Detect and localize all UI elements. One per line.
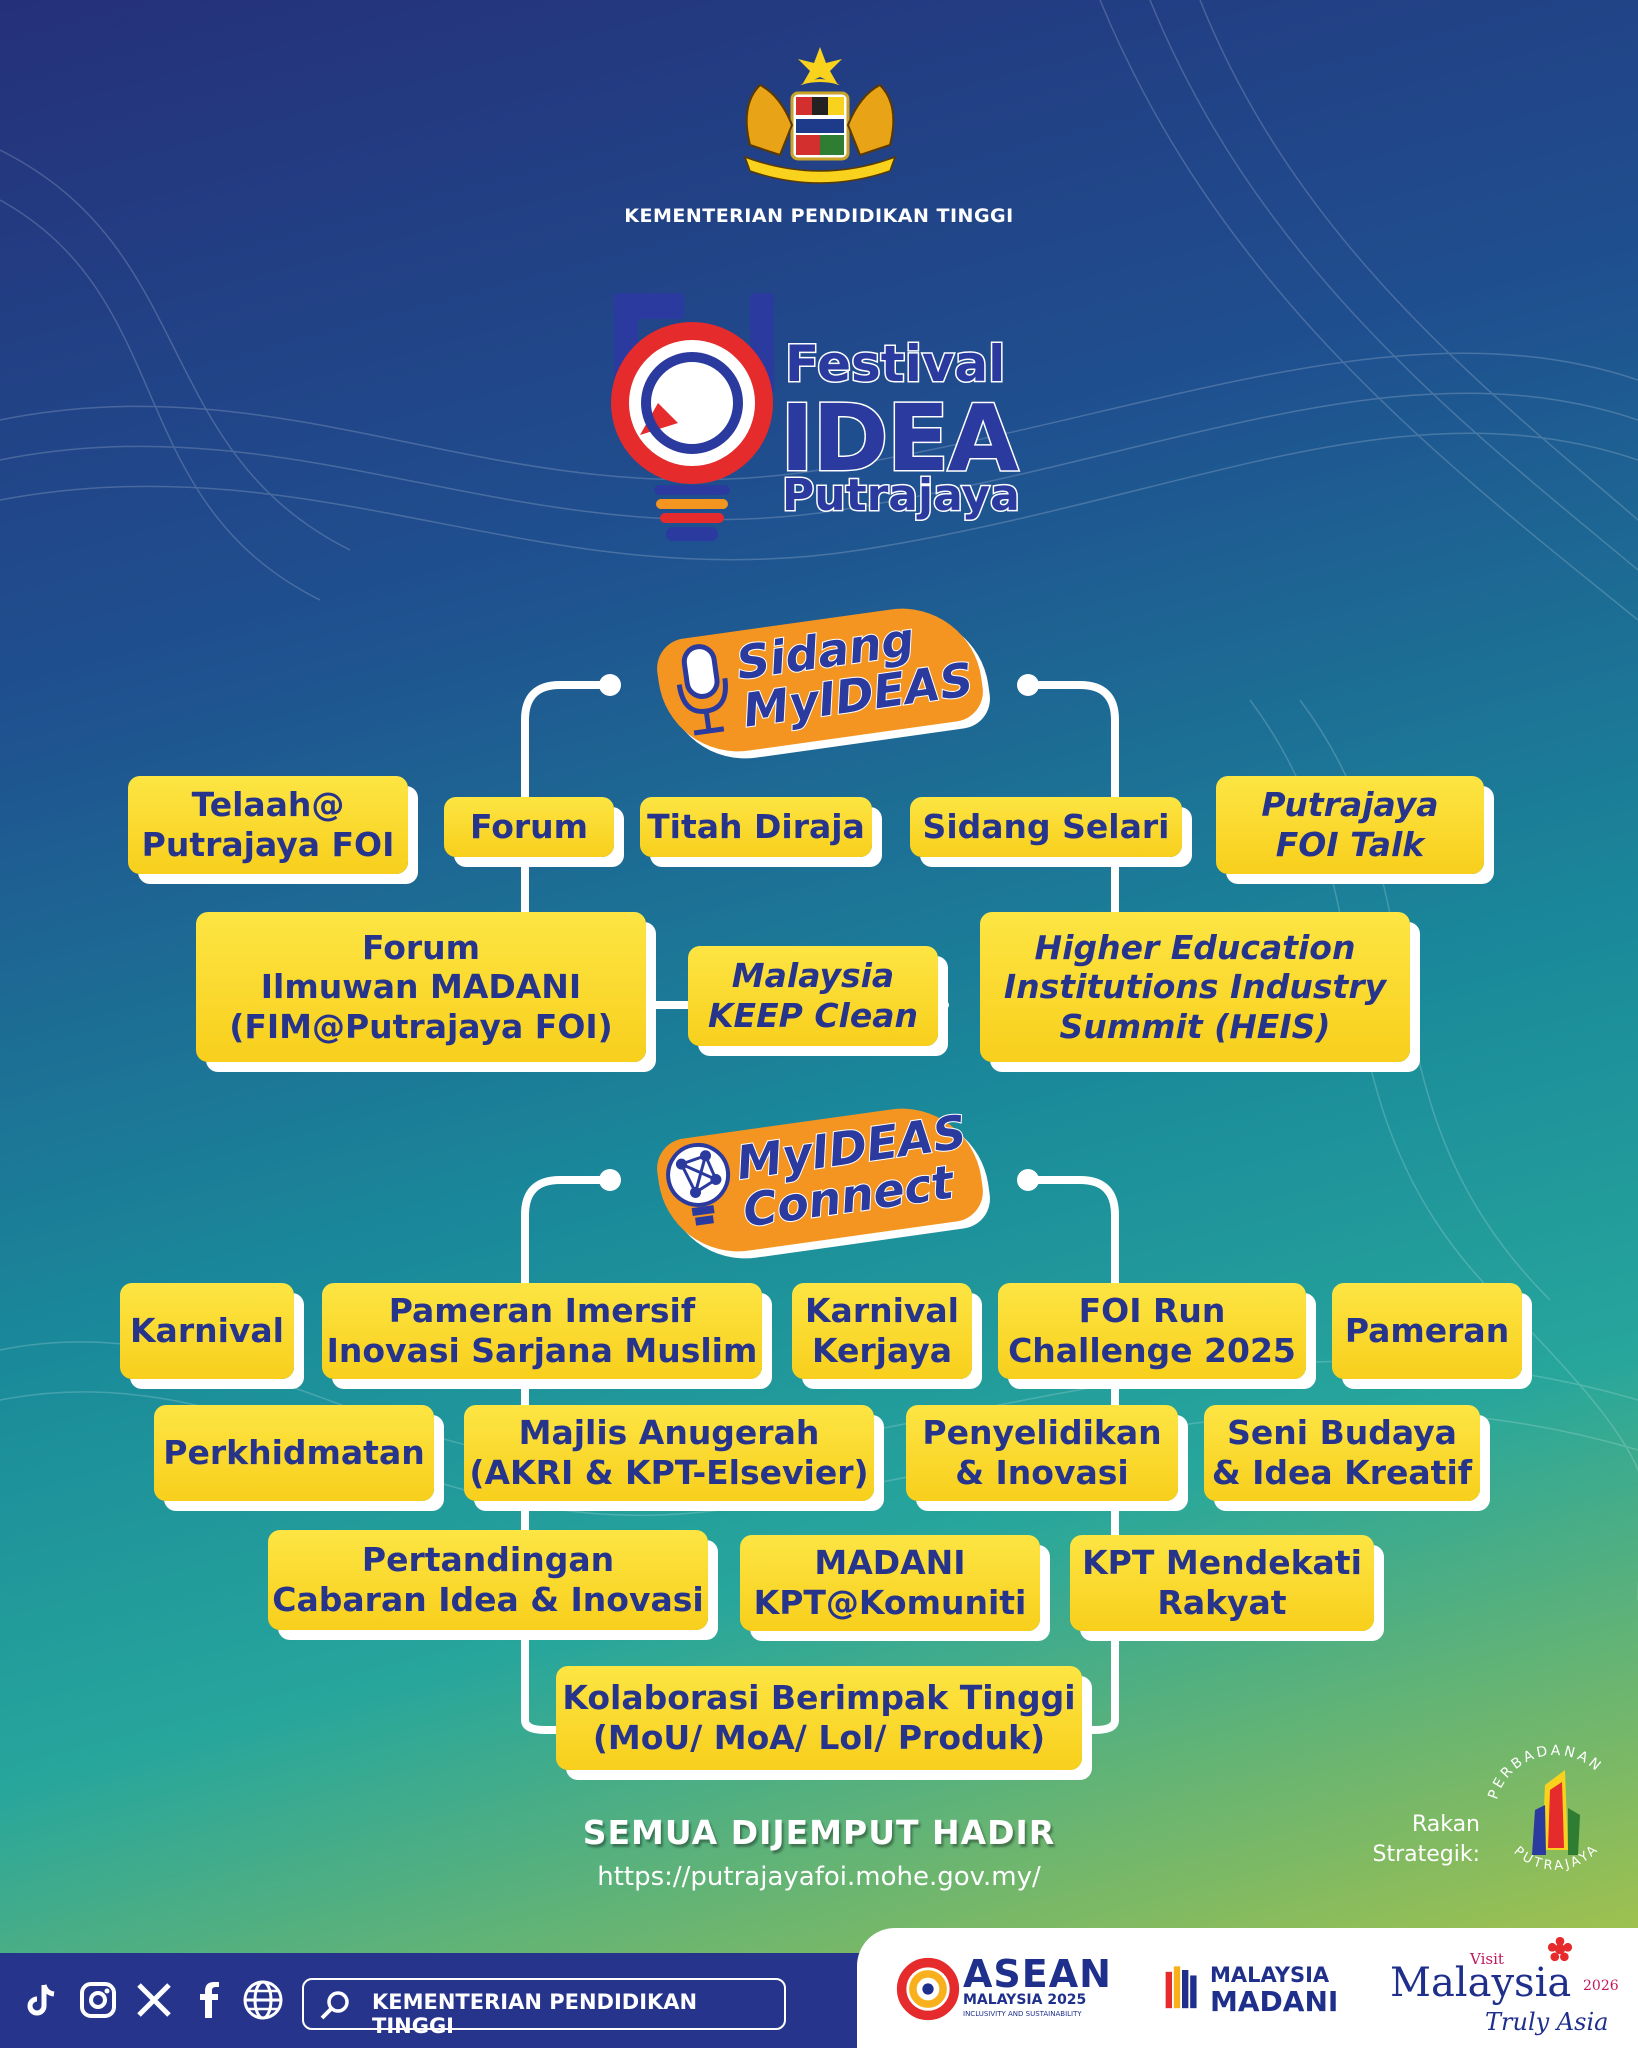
item-label: Majlis Anugerah (AKRI & KPT-Elsevier) [469,1413,869,1492]
madani-emblem-icon [1165,1966,1197,2009]
vm-tagline: Truly Asia [1485,2008,1609,2036]
asean-title: ASEAN [963,1952,1112,1996]
item-label: Putrajaya FOI Talk [1261,785,1439,864]
network-bulb-icon [666,1142,731,1226]
item-kpt-mendekati: KPT Mendekati Rakyat [1070,1535,1374,1631]
item-label: KPT Mendekati Rakyat [1082,1543,1362,1622]
item-label: Forum Ilmuwan MADANI (FIM@Putrajaya FOI) [229,927,613,1046]
visit-malaysia-logo: Visit Malaysia 2026 Truly Asia [1385,1930,1625,2040]
item-foi-talk: Putrajaya FOI Talk [1216,776,1484,874]
perbadanan-putrajaya-logo: PERBADANAN PUTRAJAYA [1485,1743,1603,1874]
partner-label: Rakan Strategik: [1372,1812,1480,1867]
item-forum: Forum [444,797,614,857]
asean-emblem-icon [896,1957,960,2021]
vm-name: Malaysia [1390,1960,1572,2006]
asean-subtitle: MALAYSIA 2025 [963,1992,1087,2008]
item-majlis: Majlis Anugerah (AKRI & KPT-Elsevier) [464,1405,874,1501]
tiktok-icon[interactable] [20,1978,64,2022]
item-kolaborasi: Kolaborasi Berimpak Tinggi (MoU/ MoA/ Lo… [556,1666,1082,1770]
item-telaah: Telaah@ Putrajaya FOI [128,776,408,874]
item-label: Pameran [1344,1311,1510,1351]
sidang-myideas-banner: Sidang MyIDEAS [653,598,987,762]
item-label: Higher Education Institutions Industry S… [1003,927,1387,1046]
hibiscus-icon [1547,1936,1573,1962]
logo-word-idea: IDEA [779,384,1021,494]
item-label: Seni Budaya & Idea Kreatif [1211,1413,1473,1492]
x-icon[interactable] [132,1978,176,2022]
item-foi-run: FOI Run Challenge 2025 [998,1283,1306,1379]
item-fim: Forum Ilmuwan MADANI (FIM@Putrajaya FOI) [196,912,646,1062]
footer-bar [0,1953,880,2048]
item-pameran: Pameran [1332,1283,1522,1379]
asean-malaysia-logo: ASEAN MALAYSIA 2025 INCLUSIVITY AND SUST… [895,1950,1111,2030]
footer-logo-panel [857,1928,1638,2048]
festival-idea-logo [611,293,774,541]
invite-heading: SEMUA DIJEMPUT HADIR [582,1813,1056,1852]
search-bar-text: KEMENTERIAN PENDIDIKAN TINGGI [372,1990,698,2038]
item-label: Pertandingan Cabaran Idea & Inovasi [272,1540,704,1619]
item-label: MADANI KPT@Komuniti [753,1543,1027,1622]
item-label: Sidang Selari [922,807,1170,847]
item-pameran-imersif: Pameran Imersif Inovasi Sarjana Muslim [322,1283,762,1379]
item-label: Malaysia KEEP Clean [707,956,918,1035]
item-label: Titah Diraja [647,807,865,847]
item-sidang-selari: Sidang Selari [910,797,1182,857]
vm-visit: Visit [1470,1950,1504,1968]
item-pertandingan: Pertandingan Cabaran Idea & Inovasi [268,1530,708,1630]
item-karnival: Karnival [120,1283,294,1379]
item-label: Karnival Kerjaya [804,1291,959,1370]
asean-tagline: INCLUSIVITY AND SUSTAINABILITY [963,2010,1082,2018]
ministry-title: KEMENTERIAN PENDIDIKAN TINGGI [624,205,1014,227]
item-madani-kpt: MADANI KPT@Komuniti [740,1535,1040,1631]
item-karnival-kerjaya: Karnival Kerjaya [792,1283,972,1379]
item-heis: Higher Education Institutions Industry S… [980,912,1410,1062]
item-label: Forum [469,807,589,847]
myideas-connect-banner: MyIDEAS Connect [653,1098,987,1262]
search-icon [320,1991,349,2020]
item-perkhidmatan: Perkhidmatan [154,1405,434,1501]
item-label: Telaah@ Putrajaya FOI [141,785,395,864]
malaysia-madani-logo: MALAYSIA MADANI [1160,1955,1350,2025]
facebook-icon[interactable] [186,1978,230,2022]
madani-line2: MADANI [1210,1985,1339,2018]
globe-icon[interactable] [238,1978,288,2022]
coat-of-arms-icon [743,47,897,184]
logo-word-putrajaya: Putrajaya [781,469,1022,523]
item-label: Perkhidmatan [163,1433,425,1473]
logo-word-festival: Festival [783,334,1006,395]
microphone-icon [676,644,728,736]
instagram-icon[interactable] [76,1978,120,2022]
item-penyelidikan: Penyelidikan & Inovasi [906,1405,1178,1501]
item-keep-clean: Malaysia KEEP Clean [688,946,938,1046]
item-titah-diraja: Titah Diraja [640,797,872,857]
item-label: Karnival [129,1311,284,1351]
search-bar[interactable]: KEMENTERIAN PENDIDIKAN TINGGI [302,1978,786,2038]
website-link[interactable]: https://putrajayafoi.mohe.gov.my/ [597,1862,1041,1892]
item-label: FOI Run Challenge 2025 [1008,1291,1296,1370]
vm-year: 2026 [1583,1978,1619,1994]
madani-line1: MALAYSIA [1210,1963,1330,1987]
item-label: Pameran Imersif Inovasi Sarjana Muslim [326,1291,758,1370]
item-label: Penyelidikan & Inovasi [922,1413,1162,1492]
item-seni: Seni Budaya & Idea Kreatif [1204,1405,1480,1501]
item-label: Kolaborasi Berimpak Tinggi (MoU/ MoA/ Lo… [562,1678,1076,1757]
